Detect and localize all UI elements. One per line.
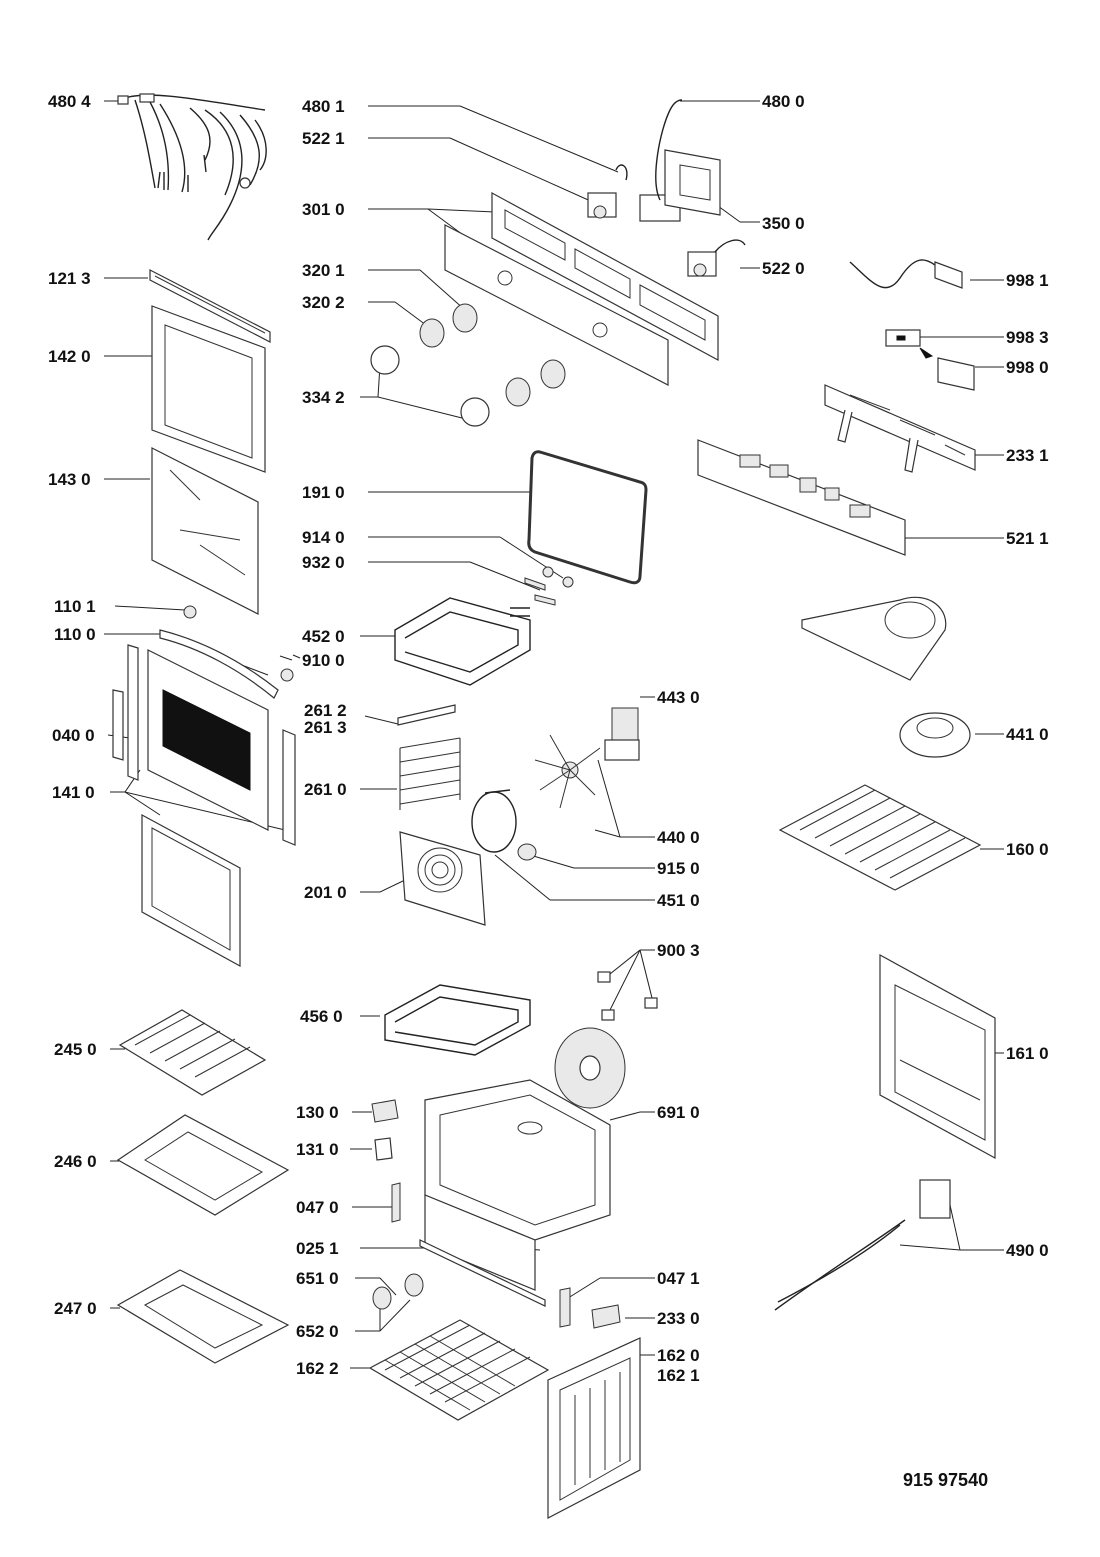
side-rack-261 [397, 704, 461, 810]
tray-245-0 [118, 1009, 267, 1096]
label-247-0: 247 0 [54, 1299, 97, 1318]
label-121-3: 121 3 [48, 269, 91, 288]
label-334-2: 334 2 [302, 388, 345, 407]
pcb-521-1 [697, 439, 906, 556]
inner-glass-frame-142-0 [151, 305, 266, 473]
label-160-0: 160 0 [1006, 840, 1049, 859]
label-652-0: 652 0 [296, 1322, 339, 1341]
label-246-0: 246 0 [54, 1152, 97, 1171]
label-910-0: 910 0 [302, 651, 345, 670]
outer-door-141-0 [112, 644, 296, 968]
wiring-harness-480-4 [117, 93, 267, 241]
label-932-0: 932 0 [302, 553, 345, 572]
label-025-1: 025 1 [296, 1239, 339, 1258]
label-201-0: 201 0 [304, 883, 347, 902]
heating-element-452-0 [394, 597, 531, 686]
label-142-0: 142 0 [48, 347, 91, 366]
label-522-0: 522 0 [762, 259, 805, 278]
label-440-0: 440 0 [657, 828, 700, 847]
label-261-0: 261 0 [304, 780, 347, 799]
label-490-0: 490 0 [1006, 1241, 1049, 1260]
knobs-group [370, 303, 566, 427]
wire-rack-162-2 [368, 1319, 550, 1421]
label-998-1: 998 1 [1006, 271, 1049, 290]
document-number: 915 97540 [903, 1470, 988, 1490]
door-small-parts [159, 605, 294, 699]
tray-246-0 [116, 1114, 290, 1216]
grill-rack-160-0 [778, 784, 982, 891]
bracket-233-1 [824, 384, 976, 473]
fan-plate-691-0 [554, 1027, 641, 1121]
label-301-0: 301 0 [302, 200, 345, 219]
label-998-3: 998 3 [1006, 328, 1049, 347]
label-480-4: 480 4 [48, 92, 91, 111]
label-047-0: 047 0 [296, 1198, 339, 1217]
glass-panel-143-0 [151, 447, 259, 615]
label-141-0: 141 0 [52, 783, 95, 802]
door-top-profile-121-3 [149, 269, 271, 343]
label-522-1: 522 1 [302, 129, 345, 148]
heating-element-456-0 [384, 984, 531, 1056]
fan-blade-440-0 [517, 734, 601, 861]
control-panel-301-0 [444, 191, 719, 386]
labels-998 [885, 329, 975, 391]
label-521-1: 521 1 [1006, 529, 1049, 548]
label-915-0: 915 0 [657, 859, 700, 878]
control-components [587, 99, 746, 277]
cable-998-1 [849, 259, 963, 289]
label-443-0: 443 0 [657, 688, 700, 707]
label-143-0: 143 0 [48, 470, 91, 489]
label-480-0: 480 0 [762, 92, 805, 111]
label-245-0: 245 0 [54, 1040, 97, 1059]
label-350-0: 350 0 [762, 214, 805, 233]
ring-heater-451-0 [471, 789, 517, 853]
fan-housing [801, 596, 947, 681]
cable-490-0 [774, 1179, 951, 1311]
label-161-0: 161 0 [1006, 1044, 1049, 1063]
small-parts-lower [371, 1099, 621, 1329]
label-162-2: 162 2 [296, 1359, 339, 1378]
label-261-3: 261 3 [304, 718, 347, 737]
label-233-0: 233 0 [657, 1309, 700, 1328]
label-047-1: 047 1 [657, 1269, 700, 1288]
label-233-1: 233 1 [1006, 446, 1049, 465]
label-914-0: 914 0 [302, 528, 345, 547]
side-panel-162 [547, 1337, 641, 1519]
label-320-2: 320 2 [302, 293, 345, 312]
fan-motor-443-0 [604, 707, 640, 761]
label-320-1: 320 1 [302, 261, 345, 280]
connectors-914-932 [524, 566, 574, 606]
label-131-0: 131 0 [296, 1140, 339, 1159]
clips-900-3 [597, 971, 658, 1021]
fan-cover-201-0 [399, 831, 486, 926]
label-998-0: 998 0 [1006, 358, 1049, 377]
label-040-0: 040 0 [52, 726, 95, 745]
label-191-0: 191 0 [302, 483, 345, 502]
label-900-3: 900 3 [657, 941, 700, 960]
part-labels: 480 4 480 1 480 0 522 1 301 0 350 0 522 … [48, 92, 1049, 1385]
label-130-0: 130 0 [296, 1103, 339, 1122]
label-451-0: 451 0 [657, 891, 700, 910]
label-452-0: 452 0 [302, 627, 345, 646]
label-480-1: 480 1 [302, 97, 345, 116]
tray-247-0 [116, 1269, 290, 1364]
label-110-1: 110 1 [54, 597, 96, 616]
label-162-1: 162 1 [657, 1366, 700, 1385]
oven-cavity [424, 1079, 611, 1291]
label-110-0: 110 0 [54, 625, 96, 644]
label-441-0: 441 0 [1006, 725, 1049, 744]
label-651-0: 651 0 [296, 1269, 339, 1288]
label-456-0: 456 0 [300, 1007, 343, 1026]
label-261-2: 261 2 [304, 701, 347, 720]
label-162-0: 162 0 [657, 1346, 700, 1365]
back-panel-161-0 [879, 953, 996, 1160]
gasket-191-0 [527, 450, 648, 585]
fan-441-0 [899, 712, 971, 758]
label-691-0: 691 0 [657, 1103, 700, 1122]
